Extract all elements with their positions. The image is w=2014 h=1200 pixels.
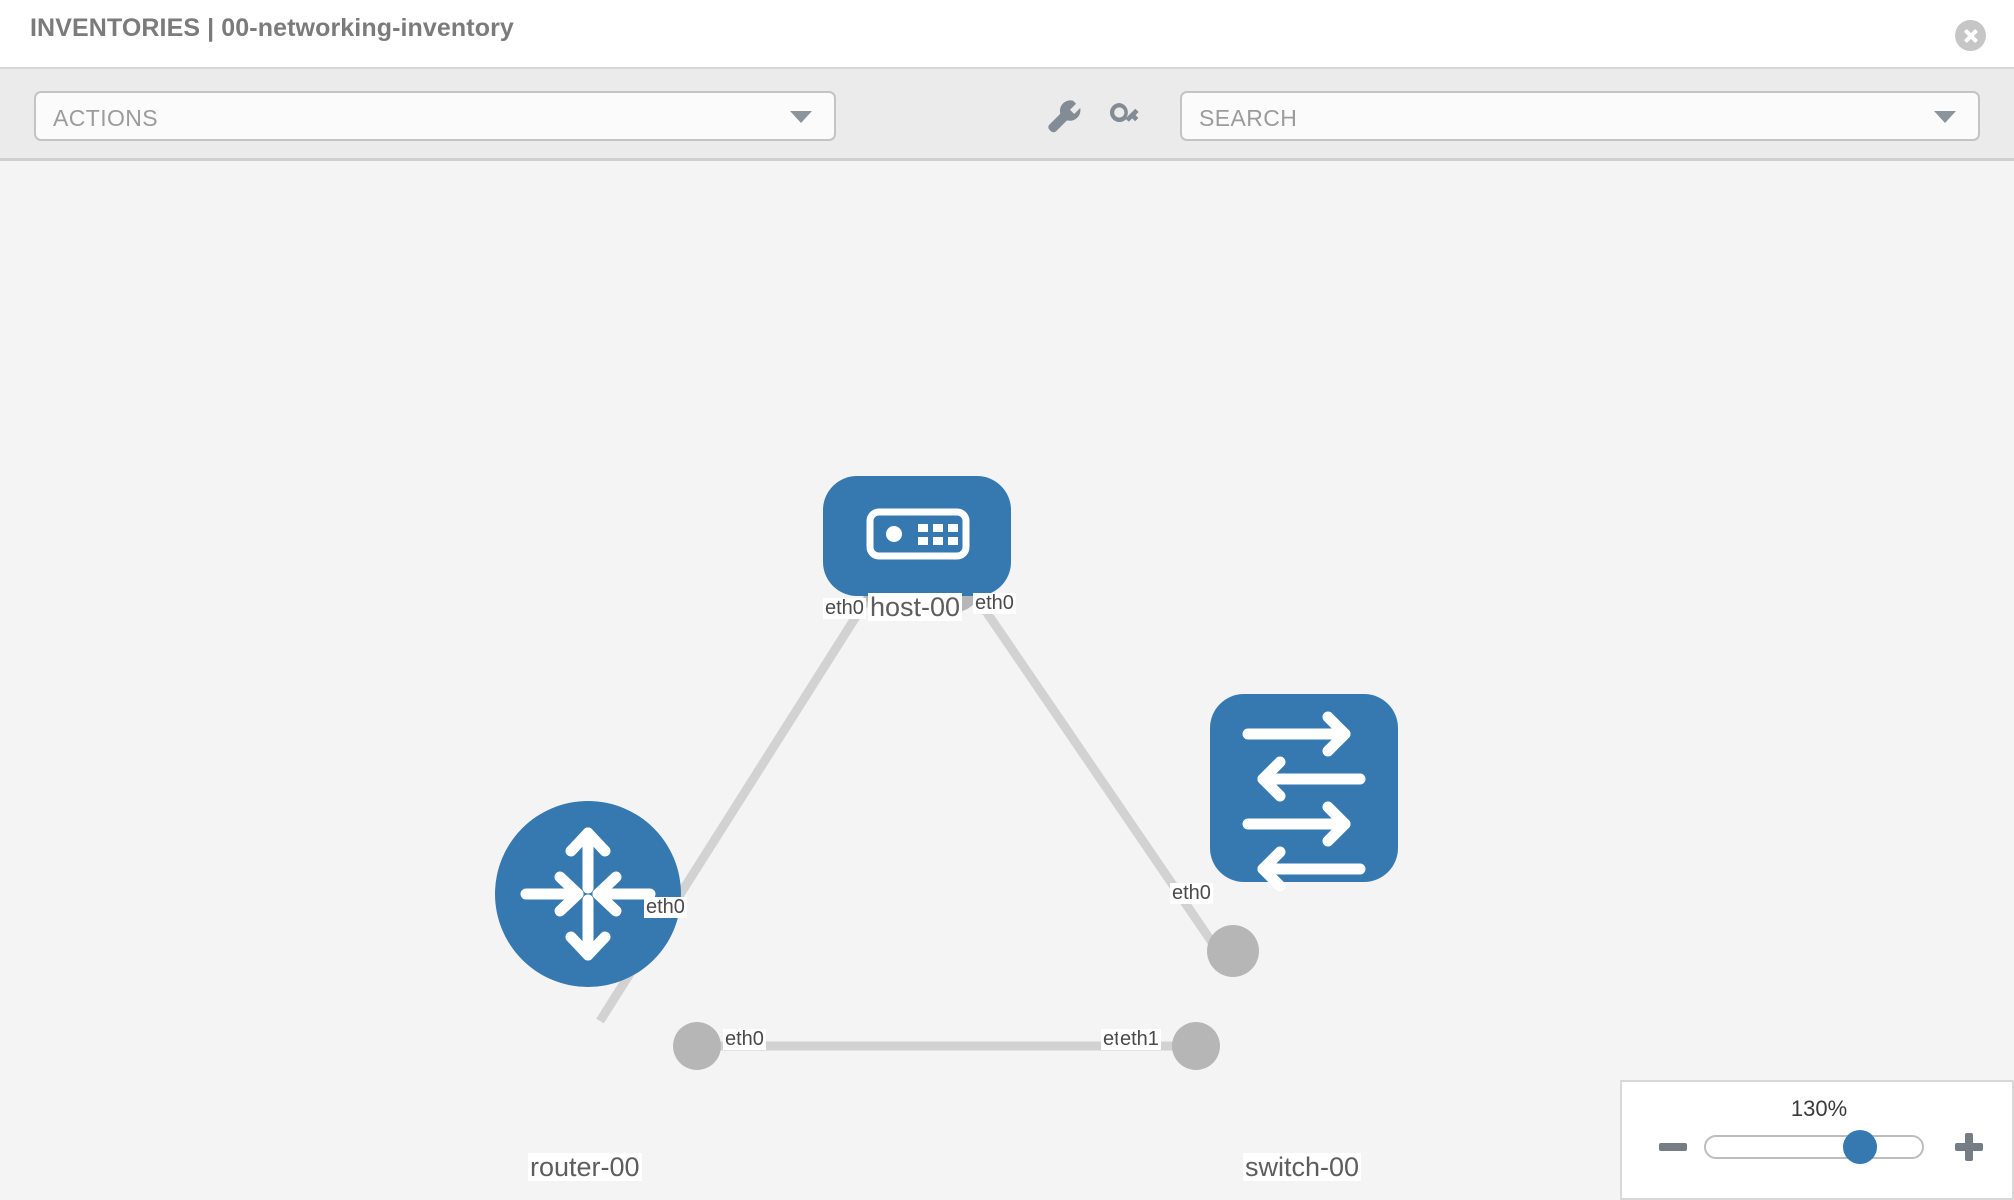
server-icon — [866, 508, 970, 560]
actions-dropdown-label: ACTIONS — [53, 105, 159, 131]
connector-switch00-eth0 — [1207, 925, 1259, 977]
iface-label: eth0 — [823, 597, 866, 619]
wrench-icon[interactable] — [1040, 91, 1086, 141]
connector-switch00-eth1 — [1172, 1022, 1220, 1070]
router-arrows-icon — [520, 827, 656, 961]
topology-connectors — [673, 560, 1259, 1070]
page-header: INVENTORIES | 00-networking-inventory — [0, 0, 2014, 69]
connector-router00-eth0 — [673, 1022, 721, 1070]
node-router-00-shape — [495, 801, 681, 987]
iface-label: eth0 — [973, 592, 1016, 614]
switch-arrows-icon — [1242, 711, 1366, 892]
iface-label: eth1 — [1118, 1028, 1161, 1050]
close-icon[interactable] — [1955, 20, 1986, 51]
zoom-control-panel: 130% — [1620, 1080, 2014, 1200]
plus-icon-bar-vertical — [1965, 1133, 1973, 1161]
node-switch-00 — [1210, 694, 1398, 892]
node-host-00-shape — [823, 476, 1011, 596]
node-label-host-00: host-00 — [868, 592, 963, 622]
search-input-label: SEARCH — [1199, 105, 1298, 131]
iface-label: eth0 — [644, 896, 687, 918]
link-host00-switch00 — [951, 563, 1237, 976]
node-router-00 — [495, 801, 681, 987]
plus-icon[interactable] — [1952, 1130, 1986, 1164]
zoom-level-value: 130% — [1790, 1096, 1848, 1121]
search-input[interactable]: SEARCH — [1180, 91, 1980, 141]
topology-links — [596, 563, 1237, 1051]
actions-dropdown[interactable]: ACTIONS — [34, 91, 836, 141]
zoom-slider-handle[interactable] — [1843, 1130, 1877, 1164]
node-switch-00-shape — [1210, 694, 1398, 882]
topology-svg — [495, 476, 1398, 1070]
iface-label: eth0 — [1170, 882, 1213, 904]
minus-icon[interactable] — [1656, 1130, 1690, 1164]
page-title: INVENTORIES | 00-networking-inventory — [30, 14, 514, 42]
node-label-router-00: router-00 — [528, 1152, 642, 1182]
iface-label: eth0 — [723, 1028, 766, 1050]
node-label-switch-00: switch-00 — [1243, 1152, 1362, 1182]
topology-canvas[interactable]: eth0 eth0 eth0 eth0 eth0 eth0 eth1 host-… — [0, 161, 2014, 1200]
minus-icon-bar — [1659, 1143, 1687, 1151]
key-icon[interactable] — [1102, 91, 1148, 141]
node-host-00 — [823, 476, 1011, 596]
zoom-slider[interactable] — [1704, 1130, 1924, 1164]
toolbar: ACTIONS SEARCH — [0, 69, 2014, 161]
chevron-down-icon — [1934, 111, 1956, 123]
chevron-down-icon — [790, 111, 812, 123]
tool-icon-group — [1040, 91, 1160, 141]
